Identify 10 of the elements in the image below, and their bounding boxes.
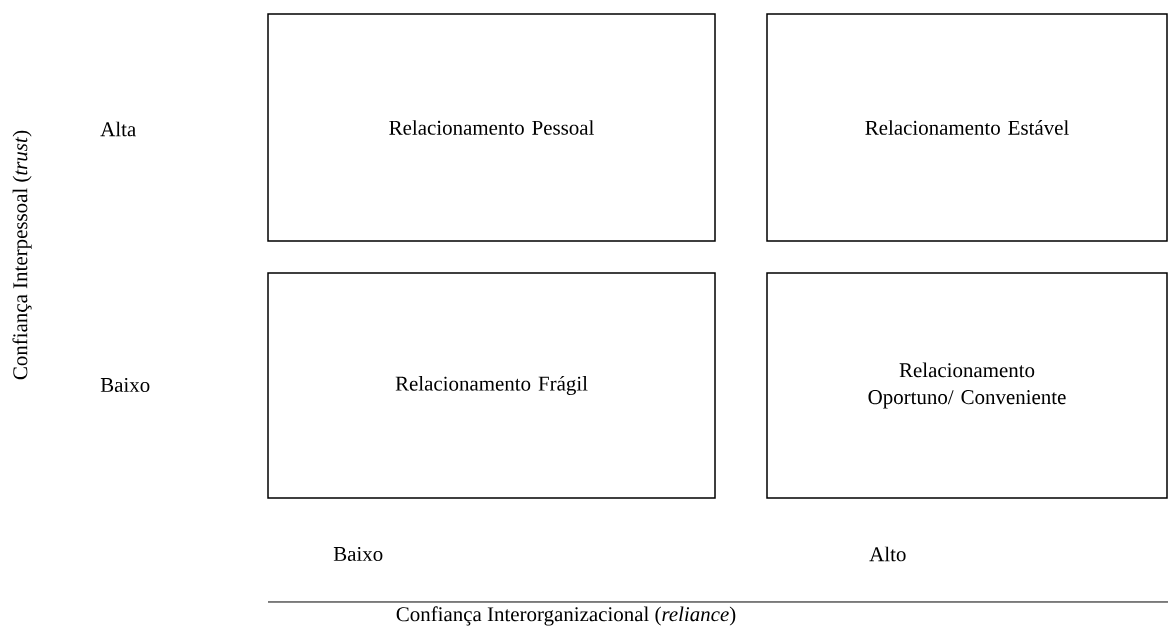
quadrant-box: Relacionamento Estável (766, 13, 1168, 242)
axis-label: Alta (100, 121, 136, 137)
axis-title: Confiança Interpessoal (trust) (12, 130, 32, 380)
axis-title: Confiança Interorganizacional (reliance) (396, 606, 736, 626)
axis-label: Baixo (333, 546, 383, 561)
quadrant-box: Relacionamento Pessoal (267, 13, 716, 242)
quadrant-box: Relacionamento Frágil (267, 272, 716, 499)
axis-label: Alto (869, 546, 906, 562)
quadrant-box: Relacionamento Oportuno/ Conveniente (766, 272, 1168, 499)
axis-label: Baixo (100, 377, 150, 392)
